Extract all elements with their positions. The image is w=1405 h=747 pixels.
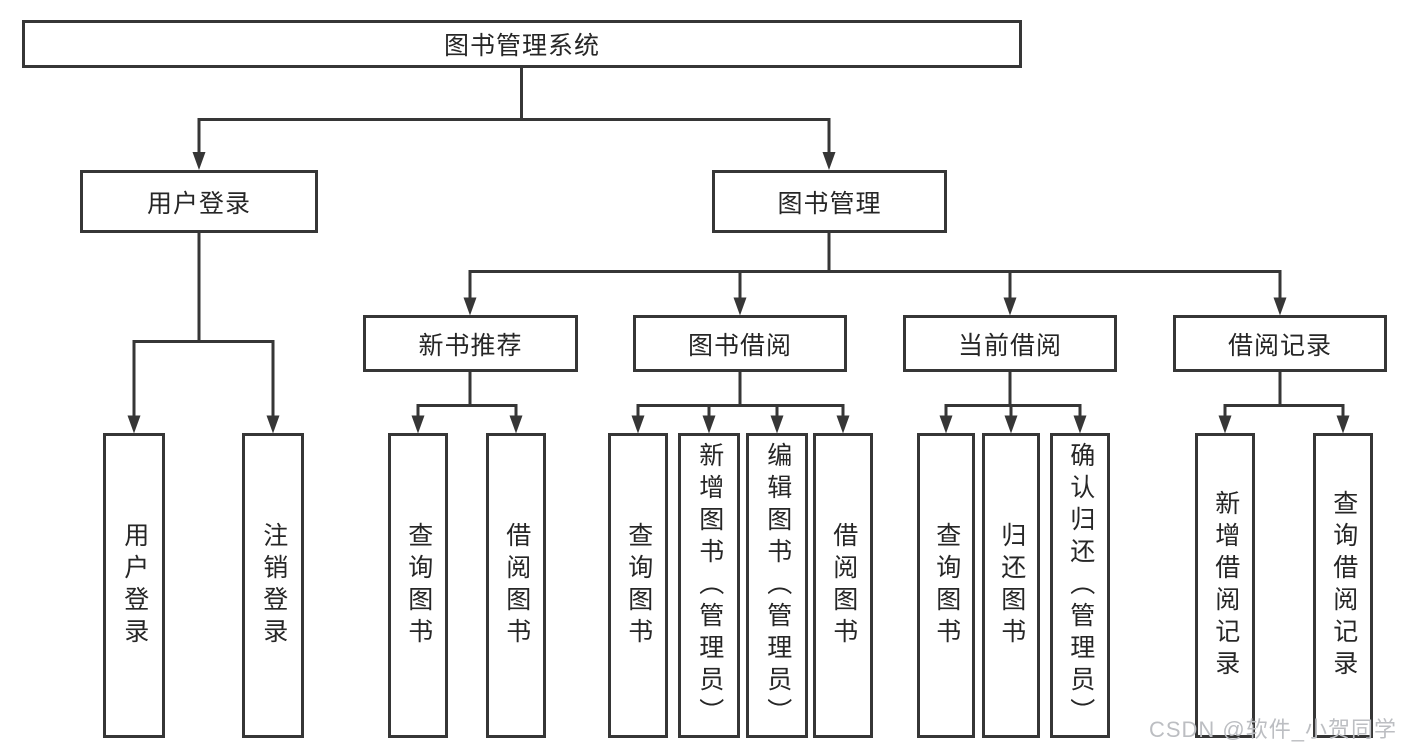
leaf-query-books-current: 查询图书: [917, 433, 975, 738]
connector-current-borrow: [944, 372, 1082, 417]
leaf-borrow-books-recommend: 借阅图书: [486, 433, 546, 738]
arrowheads-user-login-leaves: [127, 415, 280, 434]
arrowheads-borrow-records-leaves: [1218, 415, 1350, 434]
leaf-add-books-admin: 新增图书（管理员）: [678, 433, 740, 738]
arrowheads-level3: [463, 297, 1287, 316]
connector-book-management: [468, 233, 1282, 298]
connector-new-books: [416, 372, 518, 417]
leaf-query-borrow-record: 查询借阅记录: [1313, 433, 1373, 738]
node-book-management: 图书管理: [712, 170, 947, 233]
leaf-edit-books-admin: 编辑图书（管理员）: [746, 433, 808, 738]
node-borrow-records: 借阅记录: [1173, 315, 1387, 372]
leaf-add-borrow-record: 新增借阅记录: [1195, 433, 1255, 738]
connector-book-borrow: [636, 372, 845, 417]
leaf-confirm-return-admin: 确认归还（管理员）: [1050, 433, 1110, 738]
node-root-library-system: 图书管理系统: [22, 20, 1022, 68]
leaf-borrow-books: 借阅图书: [813, 433, 873, 738]
csdn-watermark: CSDN @软件_小贺同学: [1148, 717, 1397, 742]
leaf-query-books-recommend: 查询图书: [388, 433, 448, 738]
arrowheads-book-borrow-leaves: [631, 415, 850, 434]
leaf-logout: 注销登录: [242, 433, 304, 738]
node-book-borrow: 图书借阅: [633, 315, 847, 372]
arrowheads-current-borrow-leaves: [939, 415, 1087, 434]
leaf-return-books: 归还图书: [982, 433, 1040, 738]
node-current-borrow: 当前借阅: [903, 315, 1117, 372]
connector-borrow-records: [1223, 372, 1345, 417]
node-user-login: 用户登录: [80, 170, 318, 233]
node-new-book-recommend: 新书推荐: [363, 315, 578, 372]
arrowheads-new-books-leaves: [411, 415, 523, 434]
leaf-query-books-borrow: 查询图书: [608, 433, 668, 738]
connector-user-login: [132, 233, 275, 417]
arrowheads-level2: [192, 152, 836, 170]
connector-root: [197, 68, 831, 153]
leaf-user-login: 用户登录: [103, 433, 165, 738]
